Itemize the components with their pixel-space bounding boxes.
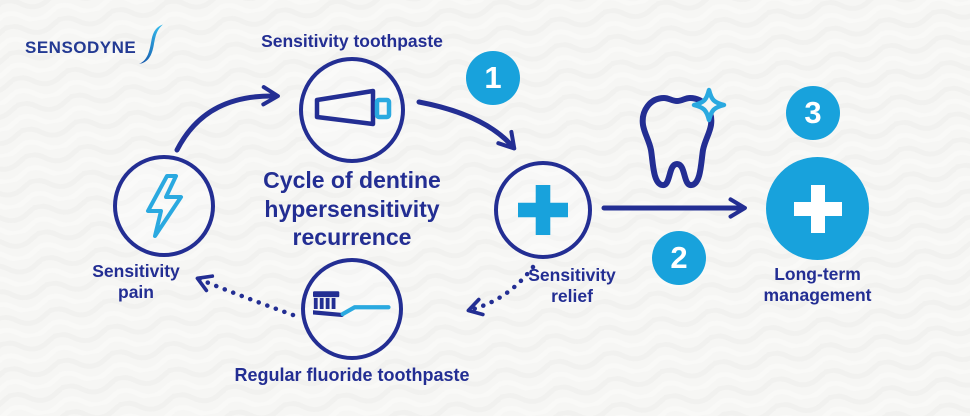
step-number: 2 [670,240,688,275]
tooth-outline-icon [639,87,727,188]
step-badge-1: 1 [466,51,520,105]
step-number: 1 [484,60,502,95]
label-long-term-management: Long-term management [763,264,872,305]
sensodyne-logo: SENSODYNE [25,24,164,64]
toothpaste-tube-icon [314,88,392,127]
label-regular-fluoride-toothpaste: Regular fluoride toothpaste [234,365,470,385]
cycle-title: Cycle of dentine hypersensitivity recurr… [263,167,441,251]
node-sensitivity-pain [113,155,215,257]
step-badge-2: 2 [652,231,706,285]
toothbrush-icon [313,291,391,318]
node-regular-fluoride-toothpaste [301,258,403,360]
label-sensitivity-toothpaste: Sensitivity toothpaste [261,31,443,51]
sensodyne-swoosh-icon [139,24,164,64]
step-badge-3: 3 [786,86,840,140]
sensodyne-logo-text: SENSODYNE [25,38,137,57]
node-sensitivity-toothpaste [299,57,405,163]
label-sensitivity-relief: Sensitivity relief [528,265,616,306]
node-sensitivity-relief [494,161,592,259]
plus-cross-icon [793,184,842,233]
label-sensitivity-pain: Sensitivity pain [92,261,180,302]
lightning-bolt-icon [146,174,183,238]
node-long-term-management [766,157,869,260]
step-number: 3 [804,95,822,130]
sparkle-icon [691,87,727,123]
sparkling-tooth-icon [633,86,739,203]
plus-cross-icon [518,185,568,235]
arrow-toothpaste-to-relief [416,99,517,151]
arrow-regular-to-pain [195,274,296,318]
arrow-pain-to-toothpaste [174,85,280,153]
